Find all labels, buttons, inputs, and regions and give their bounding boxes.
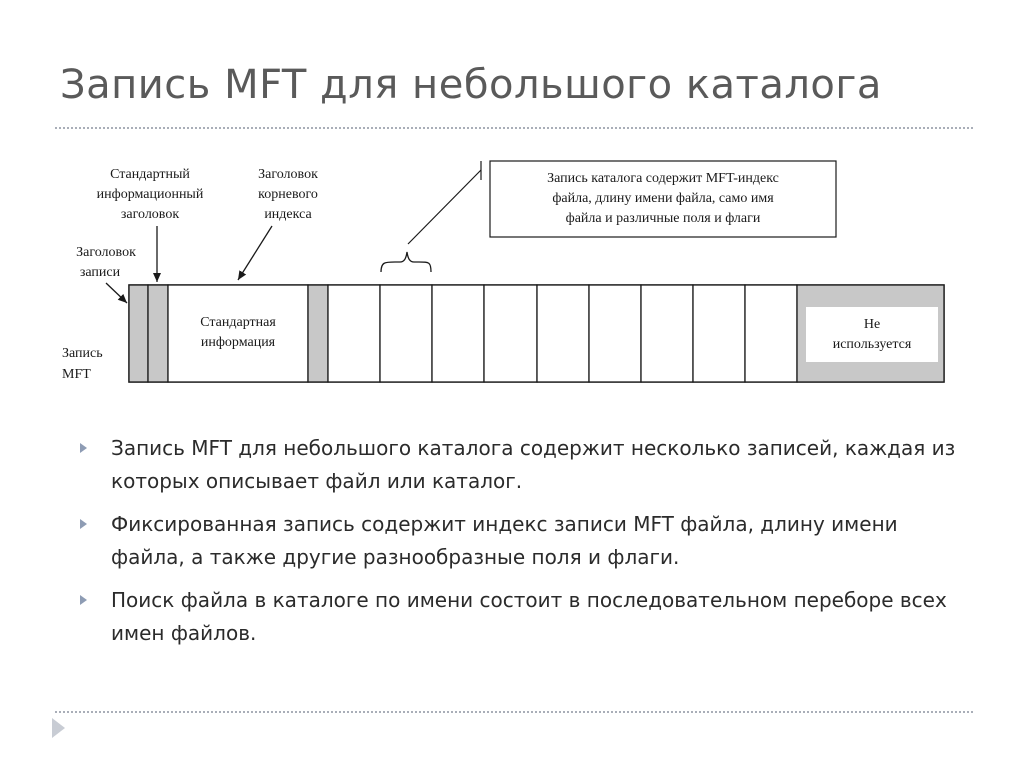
std-info-header-label-2: информационный <box>97 187 204 202</box>
directory-entry <box>379 284 433 383</box>
std-info-header-segment <box>147 284 169 383</box>
std-info-label-2: информация <box>201 335 276 350</box>
unused-label-2: используется <box>833 337 912 352</box>
std-info-header-label-3: заголовок <box>121 207 179 222</box>
callout-line-1: Запись каталога содержит MFT-индекс <box>547 171 779 186</box>
callout-pointer <box>407 169 482 245</box>
unused-label-box <box>806 307 938 362</box>
bullet-text: Фиксированная запись содержит индекс зап… <box>111 512 898 569</box>
directory-entry <box>640 284 694 383</box>
bullet-item: Фиксированная запись содержит индекс зап… <box>80 508 960 574</box>
bullet-item: Запись MFT для небольшого каталога содер… <box>80 432 960 498</box>
callout-box <box>489 160 837 238</box>
bullet-arrow-icon <box>80 443 87 453</box>
directory-entry <box>744 284 798 383</box>
bullet-text: Запись MFT для небольшого каталога содер… <box>111 436 956 493</box>
callout-line-3: файла и различные поля и флаги <box>566 211 761 226</box>
bullet-text: Поиск файла в каталоге по имени состоит … <box>111 588 947 645</box>
mft-record-diagram: Стандартный информационный заголовок Заг… <box>62 160 945 383</box>
footer-divider <box>55 711 973 713</box>
bullet-list: Запись MFT для небольшого каталога содер… <box>80 432 960 660</box>
bullet-arrow-icon <box>80 519 87 529</box>
title-divider <box>55 127 973 129</box>
directory-entry <box>588 284 642 383</box>
slide-nav-arrow-icon <box>52 718 65 738</box>
directory-entry <box>692 284 746 383</box>
arrow-record-header <box>105 282 128 304</box>
directory-entry <box>483 284 538 383</box>
mft-record-label-2: MFT <box>62 367 91 382</box>
callout-line-2: файла, длину имени файла, само имя <box>552 191 774 206</box>
record-header-label-1: Заголовок <box>76 245 136 260</box>
root-index-header-segment <box>307 284 329 383</box>
root-index-header-label-2: корневого <box>258 187 318 202</box>
std-info-segment <box>167 284 309 383</box>
std-info-header-label-1: Стандартный <box>110 167 190 182</box>
page-title: Запись MFT для небольшого каталога <box>60 62 882 108</box>
directory-entry <box>327 284 381 383</box>
record-header-segment <box>128 284 149 383</box>
root-index-header-label-1: Заголовок <box>258 167 318 182</box>
bullet-arrow-icon <box>80 595 87 605</box>
root-index-header-label-3: индекса <box>264 207 312 222</box>
directory-entry <box>536 284 590 383</box>
mft-record-label-1: Запись <box>62 346 103 361</box>
bullet-item: Поиск файла в каталоге по имени состоит … <box>80 584 960 650</box>
unused-label-1: Не <box>864 317 880 332</box>
record-header-label-2: записи <box>80 265 121 280</box>
arrow-root-index-header <box>237 225 273 281</box>
std-info-label-1: Стандартная <box>200 315 276 330</box>
directory-entry <box>431 284 485 383</box>
entry-brace <box>380 251 432 273</box>
